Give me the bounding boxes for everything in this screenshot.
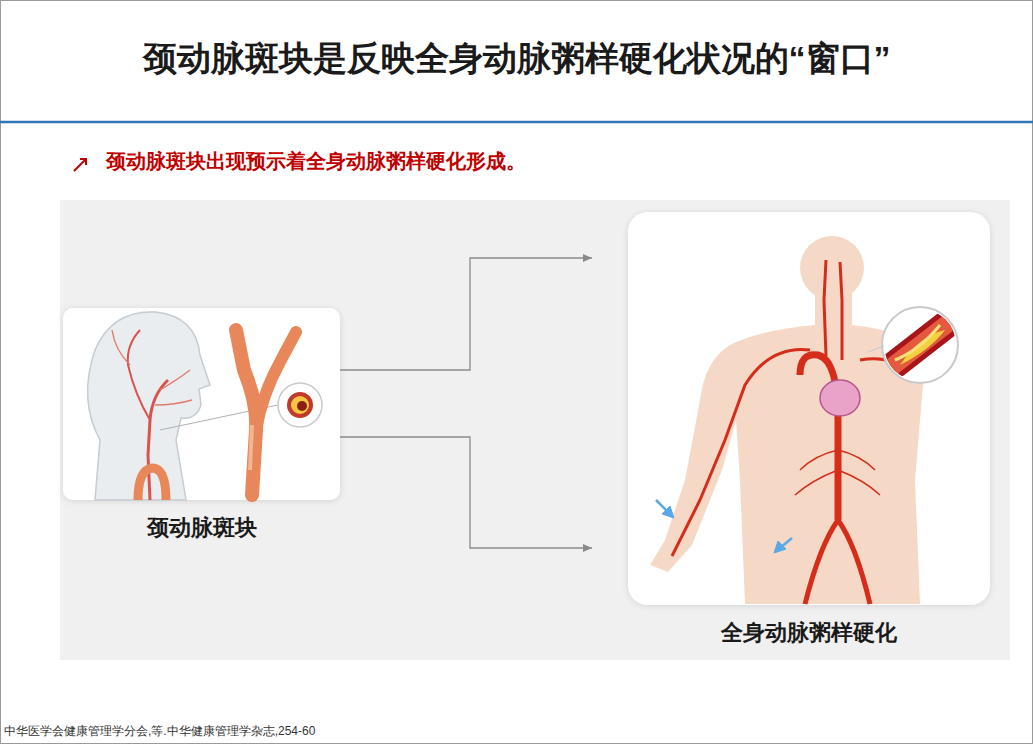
body-panel — [628, 212, 990, 605]
systemic-node: 全身动脉粥样硬化 — [628, 212, 990, 652]
carotid-panel — [63, 308, 340, 500]
reference-note: 中华医学会健康管理学分会,等.中华健康管理学杂志,254-60 — [4, 724, 315, 738]
carotid-artery — [236, 330, 322, 495]
bullet-arrow — [74, 159, 86, 171]
node-label: 颈动脉斑块 — [63, 513, 340, 543]
header-rule — [0, 121, 1033, 124]
head-figure — [88, 312, 278, 500]
carotid-node: 颈动脉斑块 — [63, 308, 340, 548]
node-label: 全身动脉粥样硬化 — [628, 618, 990, 648]
bullet-text: 颈动脉斑块出现预示着全身动脉粥样硬化形成。 — [106, 149, 526, 173]
content-ground — [60, 200, 1010, 660]
body-figure — [650, 236, 965, 604]
slide-title: 颈动脉斑块是反映全身动脉粥样硬化状况的“窗口” — [0, 36, 1033, 82]
connector-arrow — [340, 437, 592, 548]
connector-arrow — [340, 258, 592, 370]
